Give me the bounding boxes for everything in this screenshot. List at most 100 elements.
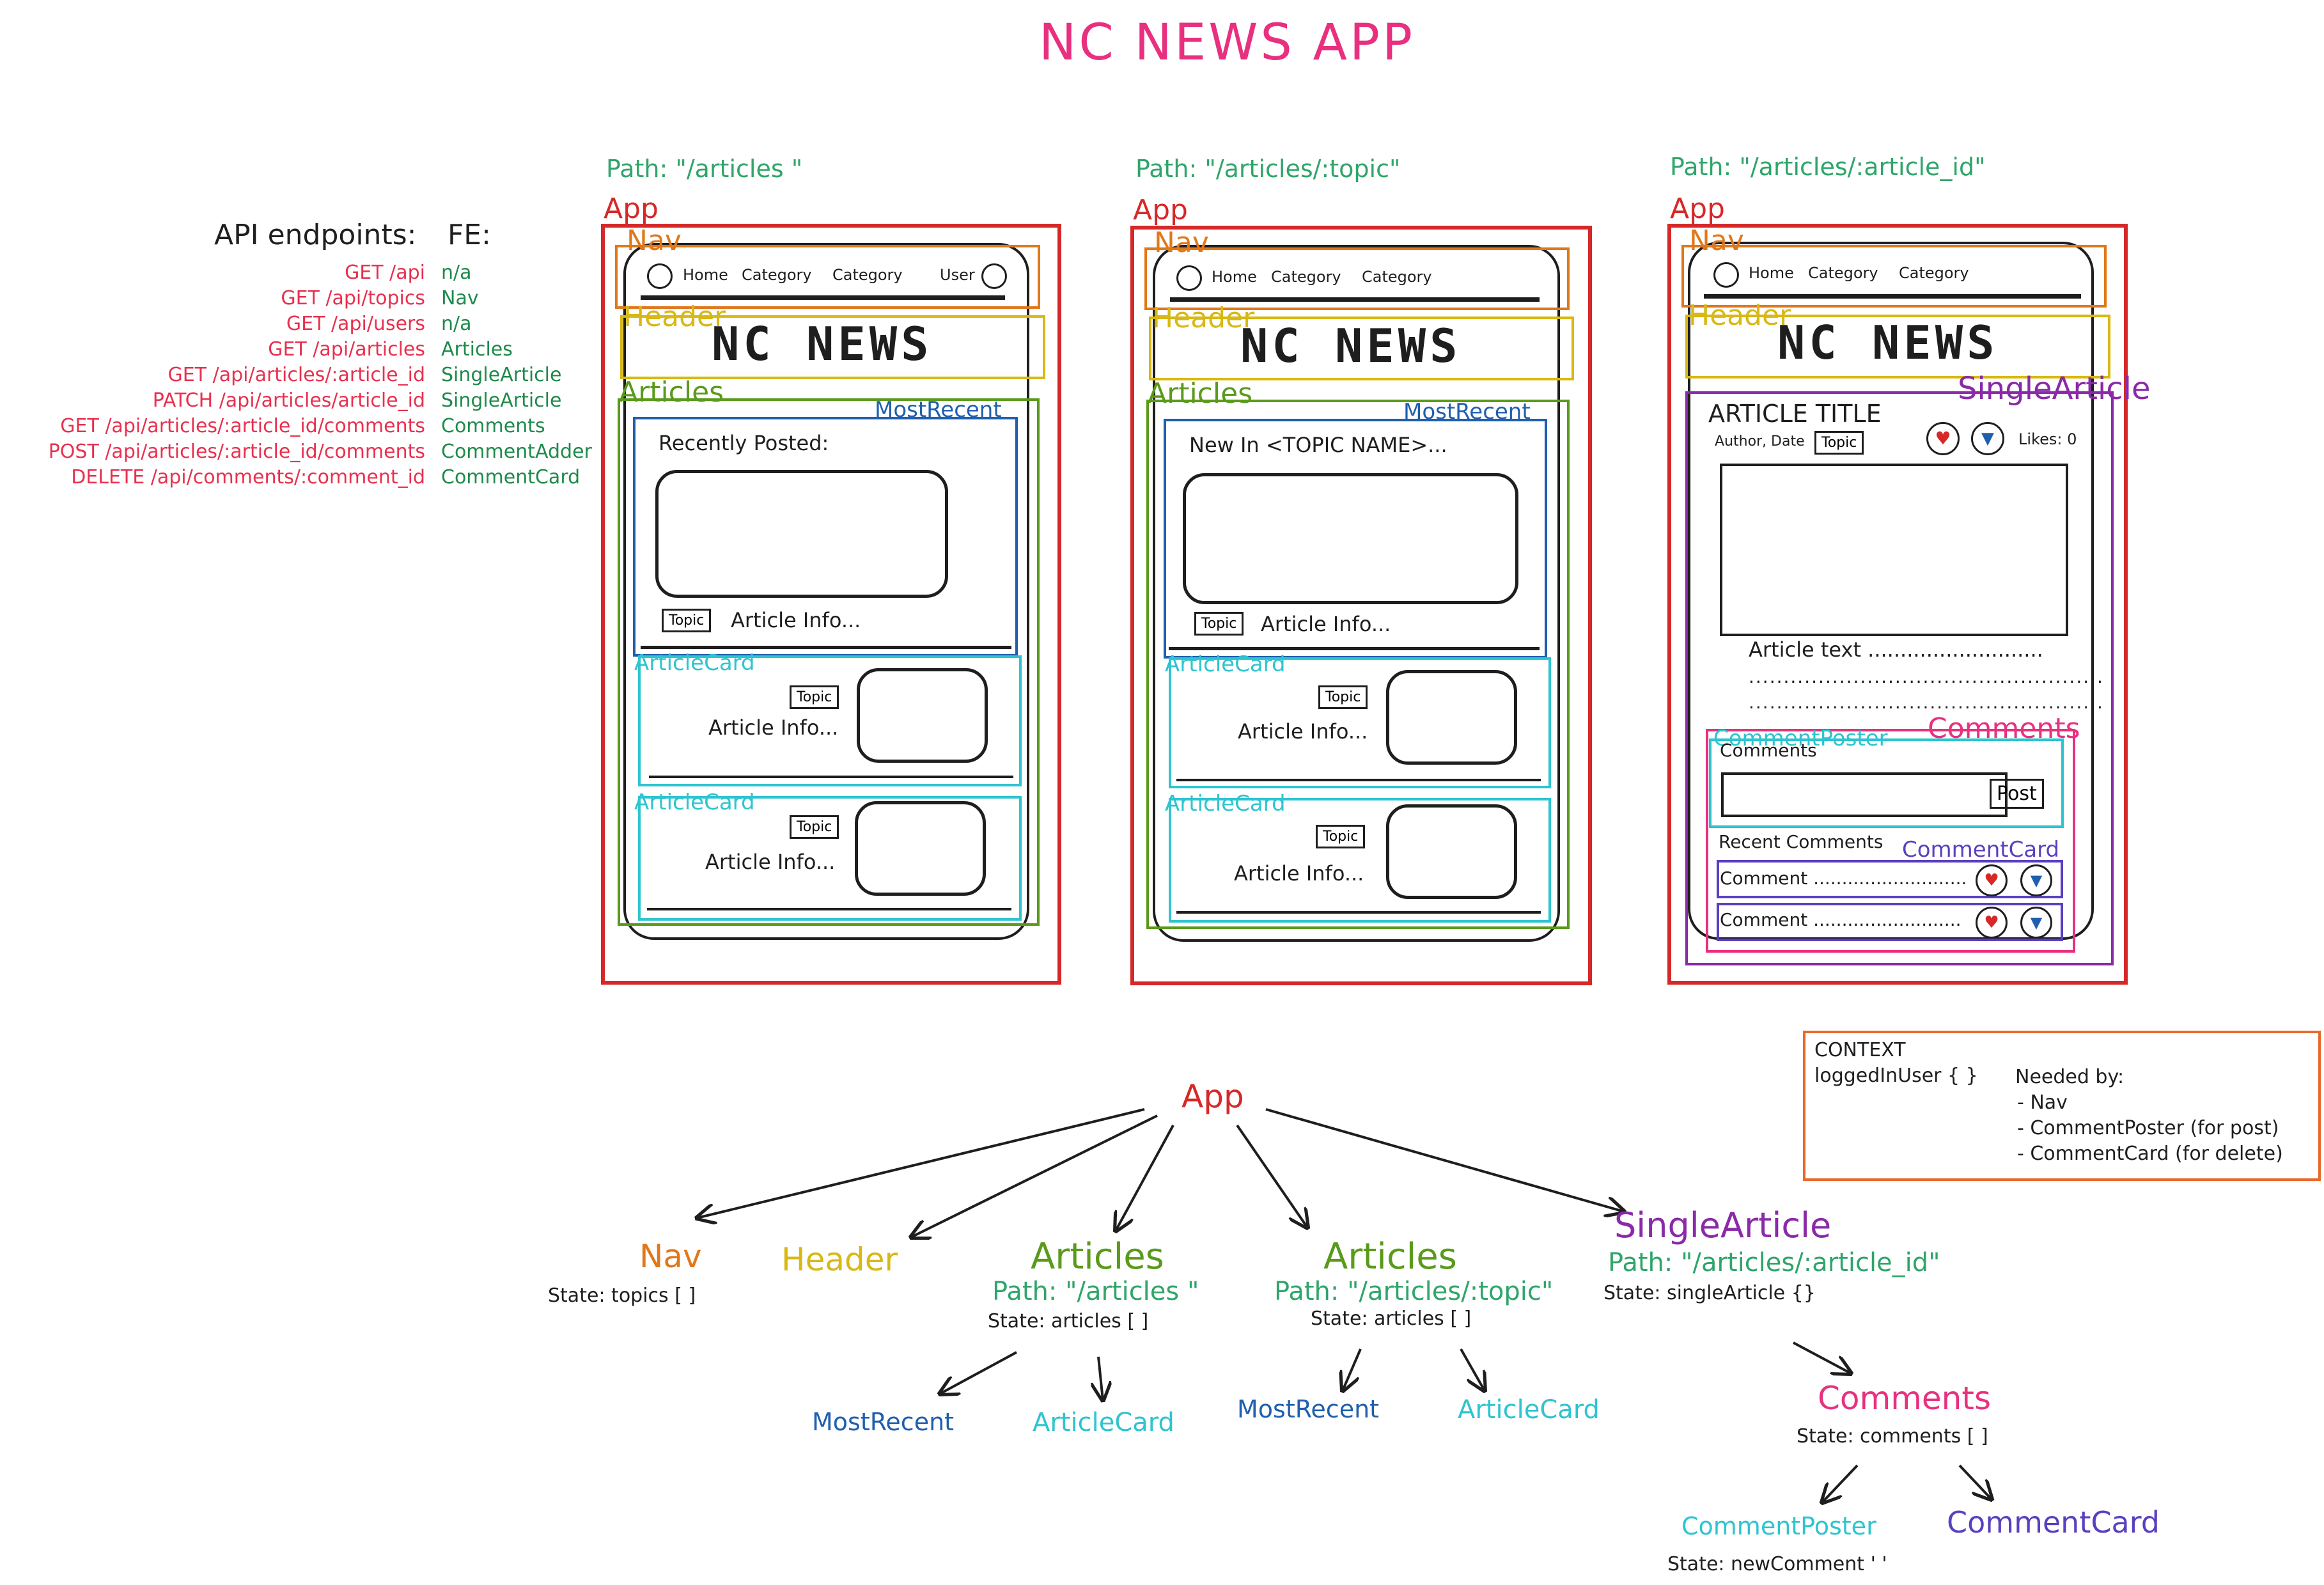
- topic-tag[interactable]: Topic: [1194, 612, 1244, 636]
- image-placeholder: [1386, 670, 1517, 765]
- arrow-app-nav: [697, 1108, 1145, 1218]
- comment-text: Comment ...........................: [1720, 868, 1967, 889]
- image-placeholder: [855, 801, 986, 896]
- thumbs-down-icon[interactable]: ▼: [1971, 422, 2004, 455]
- tree-node-header: Header: [781, 1241, 898, 1278]
- nav-user[interactable]: User: [940, 266, 975, 284]
- article-info-text: Article Info...: [731, 608, 861, 632]
- context-box: [1803, 1031, 2321, 1181]
- delete-icon[interactable]: ▼: [2020, 907, 2052, 939]
- api-endpoint: GET /api/articles: [268, 338, 425, 361]
- nav-home[interactable]: Home: [683, 266, 728, 284]
- header-label: Header: [1688, 299, 1791, 332]
- app-region: [601, 224, 1061, 985]
- api-fe-component: CommentCard: [441, 466, 581, 488]
- api-fe-component: SingleArticle: [441, 389, 562, 412]
- article-card-label: ArticleCard: [1165, 652, 1286, 677]
- comments-region: [1706, 729, 2075, 953]
- header-label: Header: [1152, 302, 1255, 334]
- recently-posted-text: Recently Posted:: [659, 431, 829, 455]
- topic-tag[interactable]: Topic: [790, 815, 839, 839]
- topic-tag[interactable]: Topic: [1814, 431, 1864, 455]
- tree-articles-topic-path: Path: "/articles/:topic": [1274, 1277, 1554, 1306]
- arrow-app-single-article: [1265, 1108, 1624, 1212]
- nav-category[interactable]: Category: [1899, 264, 1969, 282]
- single-article-region: [1685, 391, 2114, 965]
- nav-category[interactable]: Category: [1271, 268, 1341, 286]
- comment-poster-region: [1709, 738, 2064, 828]
- nav-underline: [641, 295, 1005, 300]
- articles-label: Articles: [1148, 377, 1253, 410]
- delete-icon[interactable]: ▼: [2020, 864, 2052, 896]
- api-fe-component: SingleArticle: [441, 364, 562, 386]
- topic-tag[interactable]: Topic: [1318, 685, 1368, 709]
- topic-tag[interactable]: Topic: [662, 609, 712, 632]
- tree-nav-state: State: topics [ ]: [548, 1284, 696, 1307]
- api-endpoint: GET /api/topics: [281, 287, 425, 309]
- arrow-articles-topic-article-card: [1460, 1348, 1485, 1391]
- comment-card-label: CommentCard: [1902, 837, 2060, 863]
- post-button[interactable]: Post: [1990, 779, 2044, 809]
- card-divider: [641, 646, 1011, 649]
- tree-node-comments: Comments: [1818, 1380, 1992, 1417]
- diagram-title: NC NEWS APP: [1039, 14, 1415, 72]
- tree-node-nav: Nav: [639, 1238, 702, 1275]
- tree-node-single-article: SingleArticle: [1614, 1205, 1832, 1245]
- api-fe-component: n/a: [441, 262, 472, 284]
- heart-icon[interactable]: ♥: [1976, 907, 2008, 939]
- api-endpoint: GET /api: [345, 262, 425, 284]
- api-heading: API endpoints:: [214, 219, 417, 251]
- logo-icon: [647, 263, 673, 289]
- comment-input[interactable]: [1721, 772, 2008, 817]
- fe-heading: FE:: [448, 219, 491, 251]
- nav-category[interactable]: Category: [742, 266, 812, 284]
- article-info-text: Article Info...: [1261, 612, 1391, 636]
- card-divider: [1176, 779, 1541, 781]
- phone-frame: [623, 243, 1029, 940]
- header-title: NC NEWS: [712, 317, 933, 371]
- card-divider: [1169, 647, 1540, 650]
- api-endpoint: GET /api/users: [286, 313, 425, 335]
- path-label-article-id: Path: "/articles/:article_id": [1670, 153, 1986, 181]
- context-heading: CONTEXT: [1814, 1039, 1906, 1061]
- arrow-app-header: [911, 1114, 1158, 1237]
- tree-articles-path: Path: "/articles ": [992, 1277, 1199, 1306]
- path-label-topic: Path: "/articles/:topic": [1135, 155, 1401, 183]
- heart-icon[interactable]: ♥: [1976, 864, 2008, 896]
- topic-tag[interactable]: Topic: [790, 685, 839, 709]
- api-fe-component: n/a: [441, 313, 472, 335]
- arrow-comments-comment-poster: [1822, 1464, 1859, 1503]
- arrow-articles-topic-most-recent: [1343, 1348, 1362, 1391]
- most-recent-label: MostRecent: [875, 397, 1002, 423]
- nav-home[interactable]: Home: [1749, 264, 1794, 282]
- api-endpoint: DELETE /api/comments/:comment_id: [71, 466, 425, 488]
- card-divider: [1176, 911, 1541, 914]
- nav-category[interactable]: Category: [832, 266, 903, 284]
- tree-articles-topic-state: State: articles [ ]: [1311, 1308, 1472, 1330]
- nav-region: [1144, 247, 1570, 310]
- nav-home[interactable]: Home: [1212, 268, 1257, 286]
- tree-single-article-state: State: singleArticle {}: [1603, 1282, 1816, 1304]
- arrow-single-article-comments: [1793, 1341, 1851, 1373]
- tree-node-most-recent: MostRecent: [812, 1408, 955, 1436]
- comments-label: Comments: [1928, 712, 2080, 745]
- topic-tag[interactable]: Topic: [1316, 825, 1366, 848]
- arrow-app-articles: [1116, 1125, 1174, 1231]
- heart-icon[interactable]: ♥: [1926, 422, 1960, 455]
- nav-underline: [1704, 294, 2081, 299]
- comment-poster-label: CommentPoster: [1713, 726, 1888, 751]
- tree-node-app: App: [1181, 1078, 1244, 1115]
- image-placeholder: [1386, 804, 1517, 899]
- single-article-label: SingleArticle: [1958, 371, 2151, 407]
- article-info-text: Article Info...: [1238, 719, 1368, 744]
- user-avatar-icon[interactable]: [981, 263, 1007, 289]
- nav-category[interactable]: Category: [1808, 264, 1878, 282]
- article-info-text: Article Info...: [1234, 861, 1364, 886]
- nav-label: Nav: [627, 224, 682, 257]
- nav-region: [1681, 245, 2107, 308]
- logo-icon: [1713, 262, 1739, 288]
- header-region: [620, 315, 1045, 379]
- article-card-region: [638, 796, 1022, 921]
- article-card-region: [1169, 798, 1551, 923]
- nav-category[interactable]: Category: [1362, 268, 1432, 286]
